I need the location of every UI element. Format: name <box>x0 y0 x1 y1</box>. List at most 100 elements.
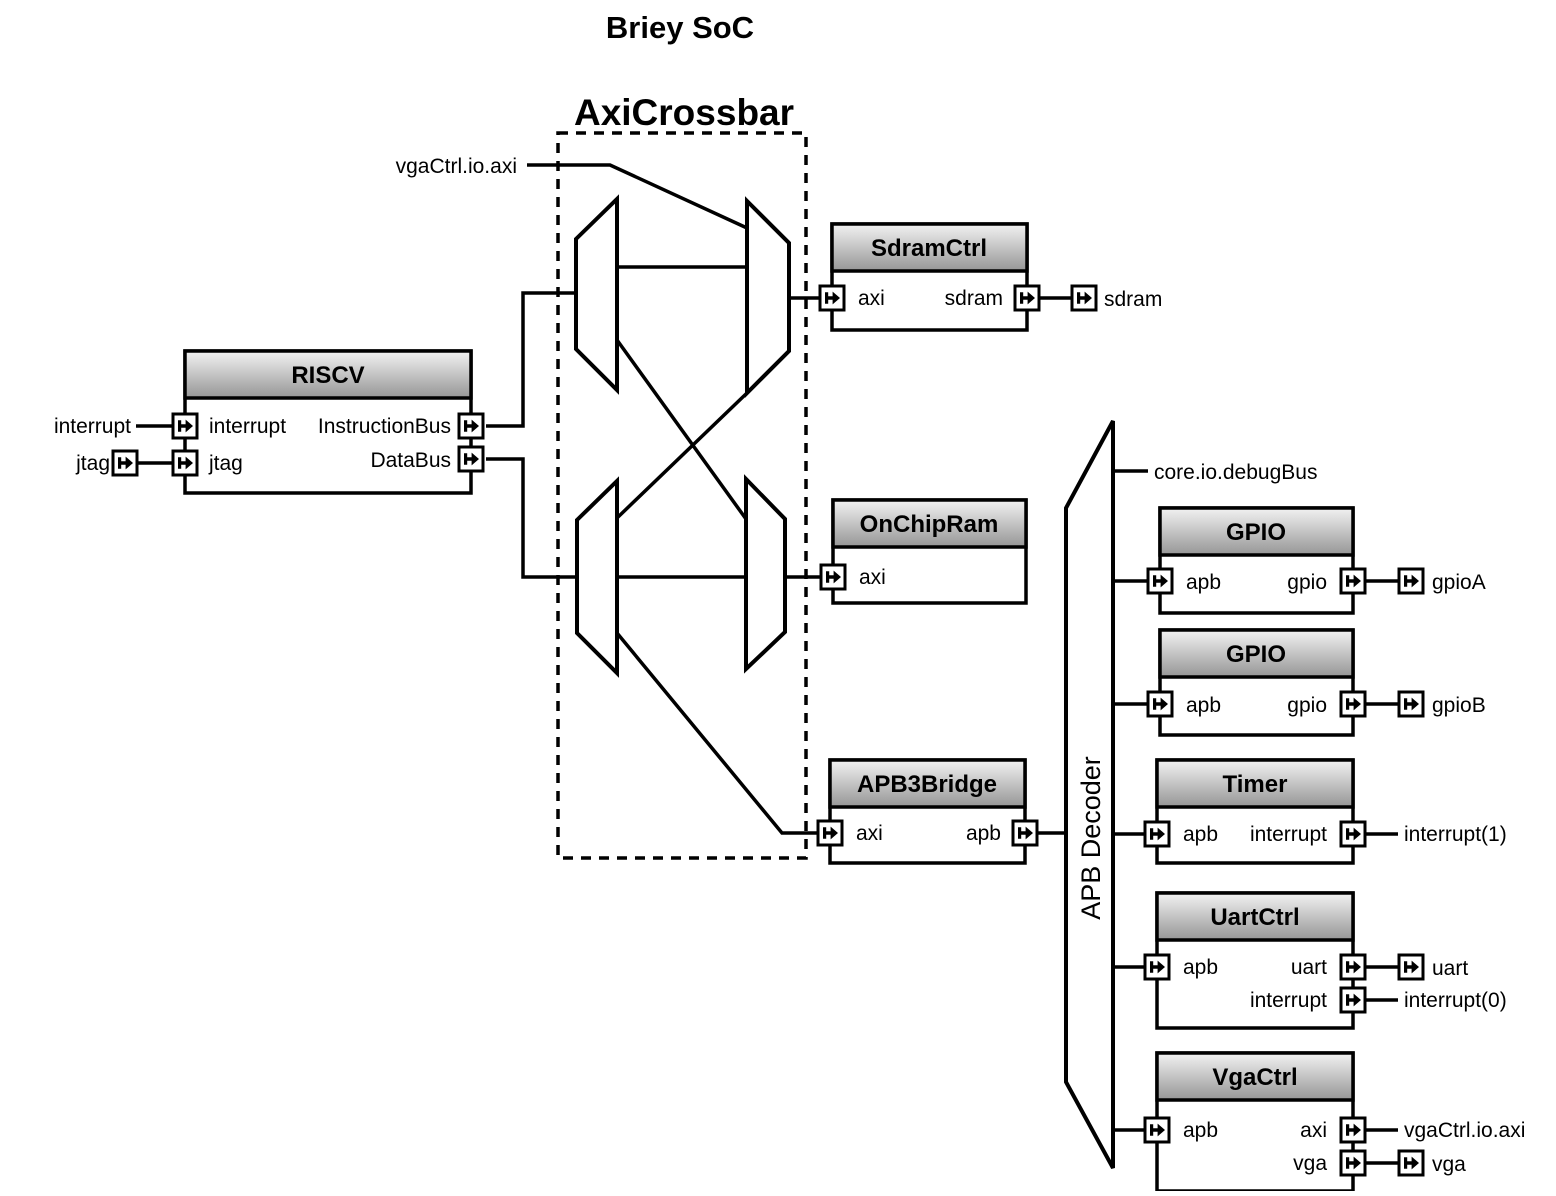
timer-apb-port-arrow-icon <box>1143 820 1171 848</box>
apb3bridge-port-axi: axi <box>856 822 883 845</box>
wire-instruction-bus <box>486 291 576 428</box>
block-riscv: RISCV interrupt jtag InstructionBus Data… <box>171 349 485 495</box>
vgactrl-port-apb: apb <box>1183 1119 1218 1142</box>
sdramctrl-sdram-port-arrow-icon <box>1013 284 1041 312</box>
riscv-port-interrupt: interrupt <box>209 415 286 438</box>
timer-port-interrupt: interrupt <box>1250 823 1327 846</box>
timer-interrupt-port-arrow-icon <box>1339 820 1367 848</box>
riscv-port-instructionbus: InstructionBus <box>318 415 451 438</box>
label-ext-vgactrl-io-axi: vgaCtrl.io.axi <box>1404 1119 1525 1142</box>
onchipram-port-axi: axi <box>859 566 886 589</box>
gpiob-port-gpio: gpio <box>1287 694 1327 717</box>
apb3bridge-header <box>828 758 1027 809</box>
crossbar-mux-sdram <box>745 196 791 398</box>
block-gpio-a: GPIO apb gpio <box>1146 506 1367 615</box>
vgactrl-port-vga: vga <box>1293 1152 1327 1175</box>
gpioa-apb-port-arrow-icon <box>1146 567 1174 595</box>
sdramctrl-port-sdram: sdram <box>945 287 1003 310</box>
timer-port-apb: apb <box>1183 823 1218 846</box>
onchipram-title: OnChipRam <box>860 511 999 538</box>
block-apb3bridge: APB3Bridge axi apb <box>816 758 1039 865</box>
timer-header <box>1155 758 1355 809</box>
sdramctrl-port-axi: axi <box>858 287 885 310</box>
uartctrl-apb-port-arrow-icon <box>1143 953 1171 981</box>
vgactrl-axi-port-arrow-icon <box>1339 1116 1367 1144</box>
block-onchipram: OnChipRam axi <box>819 498 1028 605</box>
wire-demux2-mux1 <box>615 391 749 520</box>
riscv-interrupt-port-arrow-icon <box>171 412 199 440</box>
crossbar-mux-ram <box>744 474 787 674</box>
block-timer: Timer apb interrupt <box>1143 758 1367 865</box>
block-gpio-b: GPIO apb gpio <box>1146 628 1367 737</box>
uartctrl-port-apb: apb <box>1183 956 1218 979</box>
gpioa-gpio-port-arrow-icon <box>1339 567 1367 595</box>
wires <box>136 163 1399 1165</box>
wire-vgactrl-axi-in <box>527 163 748 230</box>
gpioa-port-gpio: gpio <box>1287 571 1327 594</box>
crossbar-demux-data <box>575 476 619 678</box>
riscv-title: RISCV <box>291 362 364 389</box>
riscv-port-databus: DataBus <box>370 449 451 472</box>
block-vgactrl: VgaCtrl apb axi vga <box>1143 1051 1367 1193</box>
apb3bridge-axi-port-arrow-icon <box>816 819 844 847</box>
wire-demux2-apb3bridge <box>615 631 818 835</box>
timer-title: Timer <box>1223 771 1288 798</box>
block-uartctrl: UartCtrl apb uart interrupt <box>1143 891 1367 1030</box>
vgactrl-vga-port-arrow-icon <box>1339 1149 1367 1177</box>
sdramctrl-header <box>830 222 1029 273</box>
axi-crossbar <box>556 131 808 860</box>
gpiob-header <box>1158 628 1355 679</box>
label-ext-sdram: sdram <box>1104 288 1162 311</box>
uartctrl-port-interrupt: interrupt <box>1250 989 1327 1012</box>
jtag-ext-port-arrow-icon <box>111 449 139 477</box>
label-ext-uart: uart <box>1432 957 1468 980</box>
label-ext-interrupt1: interrupt(1) <box>1404 823 1507 846</box>
uartctrl-uart-port-arrow-icon <box>1339 953 1367 981</box>
riscv-jtag-port-arrow-icon <box>171 449 199 477</box>
crossbar-title: AxiCrossbar <box>574 92 794 133</box>
sdramctrl-axi-port-arrow-icon <box>818 284 846 312</box>
block-sdramctrl: SdramCtrl axi sdram <box>818 222 1041 332</box>
apb-decoder-shape <box>1064 420 1115 1169</box>
gpiob-title: GPIO <box>1226 641 1286 668</box>
vgactrl-port-axi: axi <box>1300 1119 1327 1142</box>
label-vgactrl-io-axi-top: vgaCtrl.io.axi <box>396 155 517 178</box>
gpioa-ext-port-arrow-icon <box>1397 567 1425 595</box>
label-core-io-debugbus: core.io.debugBus <box>1154 461 1317 484</box>
gpiob-gpio-port-arrow-icon <box>1339 690 1367 718</box>
apb3bridge-title: APB3Bridge <box>857 771 997 798</box>
apb-decoder-label: APB Decoder <box>1076 756 1106 920</box>
label-ext-gpiob: gpioB <box>1432 694 1486 717</box>
page-title: Briey SoC <box>606 10 754 45</box>
sdramctrl-title: SdramCtrl <box>871 235 987 262</box>
onchipram-header <box>831 498 1028 549</box>
riscv-databus-port-arrow-icon <box>457 445 485 473</box>
vgactrl-header <box>1155 1051 1355 1102</box>
riscv-port-jtag: jtag <box>208 452 243 475</box>
uartctrl-header <box>1155 891 1355 942</box>
uart-ext-port-arrow-icon <box>1397 953 1425 981</box>
gpioa-port-apb: apb <box>1186 571 1221 594</box>
label-ext-interrupt: interrupt <box>54 415 131 438</box>
gpioa-header <box>1158 506 1355 557</box>
label-ext-jtag: jtag <box>75 452 110 475</box>
gpiob-port-apb: apb <box>1186 694 1221 717</box>
onchipram-axi-port-arrow-icon <box>819 563 847 591</box>
wire-demux1-mux2 <box>615 338 748 521</box>
wire-data-bus <box>486 457 577 579</box>
uartctrl-title: UartCtrl <box>1210 904 1299 931</box>
uartctrl-interrupt-port-arrow-icon <box>1339 986 1367 1014</box>
sdram-ext-port-arrow-icon <box>1070 284 1098 312</box>
uartctrl-port-uart: uart <box>1291 956 1327 979</box>
riscv-instructionbus-port-arrow-icon <box>457 412 485 440</box>
apb3bridge-apb-port-arrow-icon <box>1011 819 1039 847</box>
crossbar-demux-instruction <box>574 194 619 395</box>
label-ext-vga: vga <box>1432 1153 1466 1176</box>
label-ext-gpioa: gpioA <box>1432 571 1486 594</box>
riscv-header <box>183 349 473 400</box>
vgactrl-title: VgaCtrl <box>1212 1064 1297 1091</box>
apb3bridge-port-apb: apb <box>966 822 1001 845</box>
gpiob-apb-port-arrow-icon <box>1146 690 1174 718</box>
